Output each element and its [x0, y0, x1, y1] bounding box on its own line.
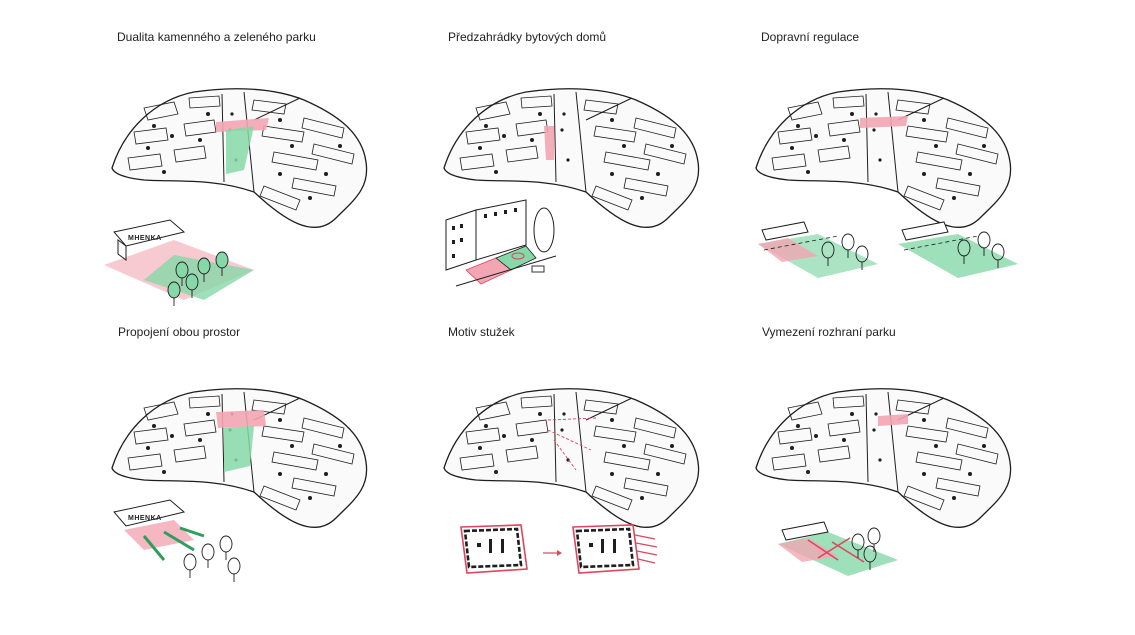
sign-label: MHENKA	[128, 235, 162, 242]
before-street-sketch	[758, 221, 878, 278]
park-detail-sketch: MHENKA	[104, 219, 254, 307]
panel-duality: Dualita kamenného a zeleného parku MHENK…	[104, 30, 434, 320]
panel-park-boundary: Vymezení rozhraní parku	[748, 325, 1078, 615]
boundary-detail-sketch	[778, 521, 898, 576]
sign-label: MHENKA	[128, 515, 162, 522]
map-illustration: MHENKA	[104, 88, 368, 307]
ribbon-diagram	[460, 524, 658, 574]
panel-front-gardens: Předzahrádky bytových domů	[436, 30, 766, 320]
map-illustration	[755, 88, 1018, 278]
panel-traffic-regulation: Dopravní regulace	[748, 30, 1078, 320]
panel-title: Motiv stužek	[448, 325, 515, 339]
connection-detail-sketch: MHENKA	[113, 499, 241, 583]
map-illustration	[443, 388, 700, 574]
panel-title: Propojení obou prostor	[118, 325, 241, 339]
after-street-sketch	[898, 221, 1018, 278]
building-detail-sketch	[445, 199, 557, 287]
panel-title: Vymezení rozhraní parku	[762, 325, 896, 339]
panel-ribbons: Motiv stužek	[436, 325, 766, 615]
map-illustration	[755, 388, 1012, 576]
panel-title: Dualita kamenného a zeleného parku	[117, 30, 316, 44]
map-illustration: MHENKA	[111, 388, 368, 583]
panel-title: Předzahrádky bytových domů	[448, 30, 607, 44]
map-illustration	[443, 88, 700, 287]
panel-connection: Propojení obou prostor MHENKA	[104, 325, 434, 615]
panel-title: Dopravní regulace	[761, 30, 860, 44]
